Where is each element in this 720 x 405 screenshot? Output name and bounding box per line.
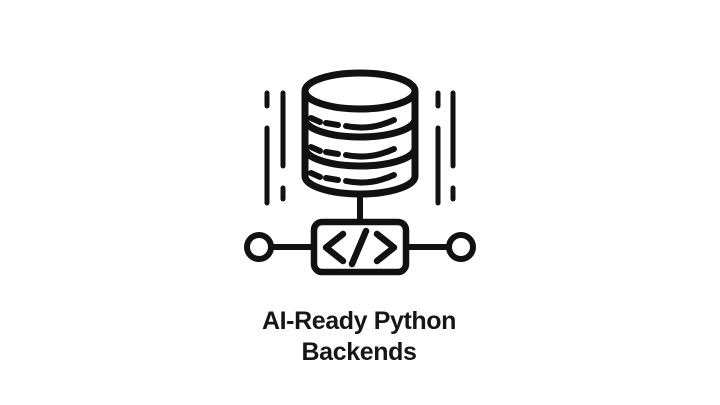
caption-line-2: Backends — [301, 338, 417, 366]
code-chevron-right — [373, 230, 398, 265]
code-slash — [348, 227, 370, 268]
speed-lines-right-icon — [435, 90, 456, 206]
database-data-dashes — [308, 115, 397, 186]
node-circle-right-icon — [406, 232, 476, 262]
node-circle-left-icon — [244, 232, 314, 262]
code-chevron-left — [322, 230, 347, 265]
caption-line-1: AI-Ready Python — [261, 307, 457, 335]
caption: AI-Ready Python Backends — [0, 306, 718, 368]
code-tag-box-icon — [310, 218, 410, 276]
speed-lines-left-icon — [264, 90, 286, 206]
